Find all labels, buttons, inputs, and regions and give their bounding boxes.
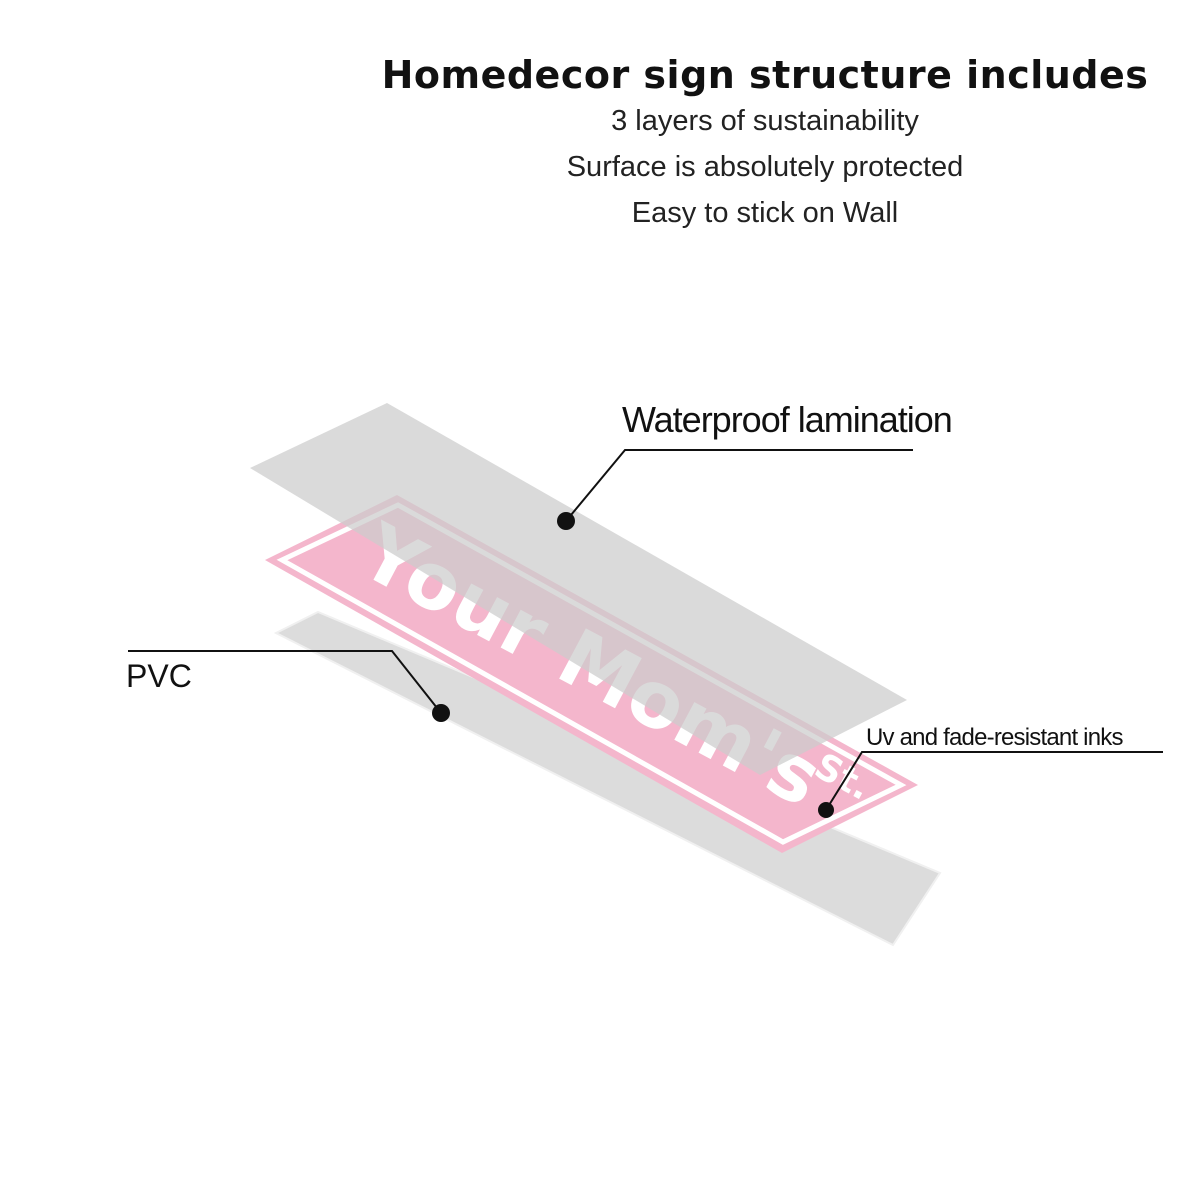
subtitle-line-2: Surface is absolutely protected bbox=[566, 151, 964, 183]
header: Homedecor sign structure includes 3 laye… bbox=[330, 52, 1200, 236]
ink-dot bbox=[818, 802, 834, 818]
pvc-layer bbox=[273, 610, 942, 947]
lamination-leader-line bbox=[565, 449, 913, 522]
ink-leader-line bbox=[825, 751, 1163, 811]
title: Homedecor sign structure includes bbox=[381, 53, 1149, 97]
pvc-dot bbox=[432, 704, 450, 722]
ink-label: Uv and fade-resistant inks bbox=[866, 724, 1123, 751]
subtitle-line-1: 3 layers of sustainability bbox=[611, 105, 919, 137]
lamination-layer bbox=[250, 403, 907, 775]
subtitle-line-3: Easy to stick on Wall bbox=[631, 197, 899, 229]
lamination-label: Waterproof lamination bbox=[622, 399, 952, 440]
pvc-label: PVC bbox=[126, 658, 192, 694]
lamination-dot bbox=[557, 512, 575, 530]
pvc-leader-line bbox=[128, 650, 442, 714]
